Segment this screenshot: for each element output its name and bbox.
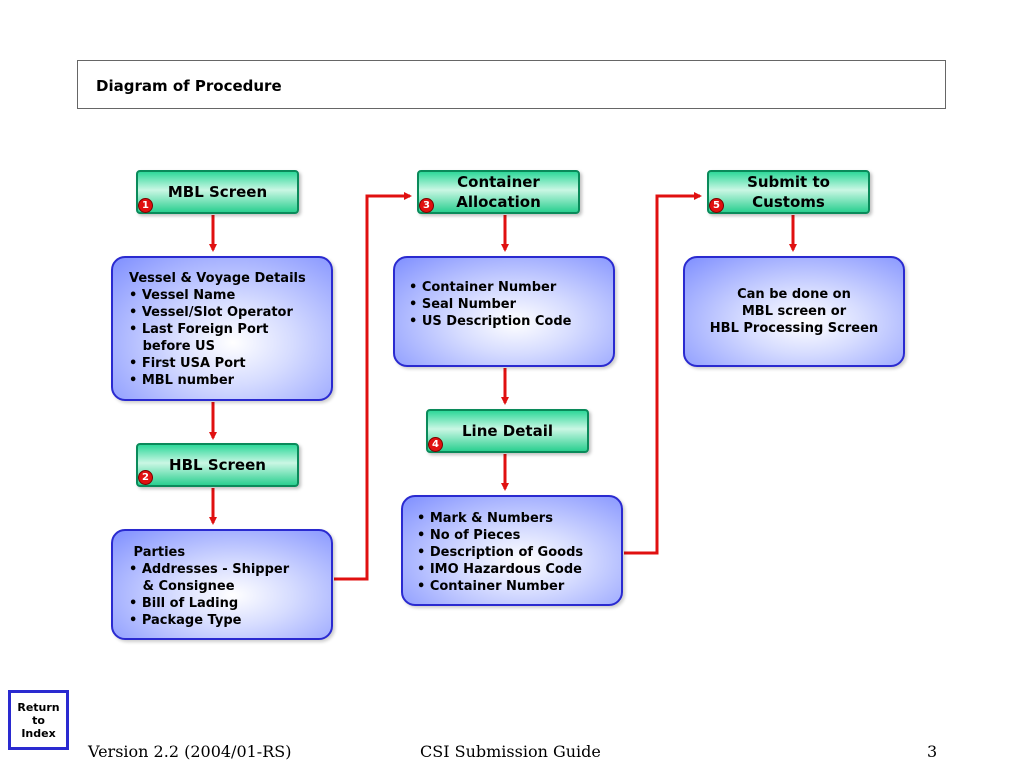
mbl-details-list: • Vessel Name • Vessel/Slot Operator • L… (129, 287, 331, 389)
arrow-line-details-to-customs (624, 192, 702, 555)
list-item: • US Description Code (409, 314, 572, 329)
container-details-list: • Container Number • Seal Number • US De… (409, 279, 613, 330)
mbl-details-box: Vessel & Voyage Details • Vessel Name • … (111, 256, 333, 401)
list-item: • Seal Number (409, 297, 516, 312)
step-label: Container Allocation (456, 173, 541, 211)
line-details-list: • Mark & Numbers • No of Pieces • Descri… (417, 510, 621, 595)
list-item: • Mark & Numbers (417, 511, 553, 526)
list-item: • Description of Goods (417, 545, 584, 560)
step-label: Submit to Customs (747, 173, 830, 211)
list-item: • Container Number (409, 280, 557, 295)
customs-details-text: Can be done on MBL screen or HBL Process… (709, 287, 879, 336)
return-to-index-button[interactable]: Return to Index (8, 690, 69, 750)
list-item: • Container Number (417, 579, 565, 594)
footer-guide-title: CSI Submission Guide (420, 742, 601, 761)
step-label: MBL Screen (167, 183, 268, 201)
title-box: Diagram of Procedure (77, 60, 946, 109)
list-item: & Consignee (129, 579, 235, 594)
step-submit-to-customs: Submit to Customs (707, 170, 870, 214)
list-item: • Vessel/Slot Operator (129, 305, 293, 320)
list-item: • Vessel Name (129, 288, 236, 303)
list-item: • IMO Hazardous Code (417, 562, 582, 577)
step-number-badge: 1 (138, 198, 153, 213)
page-title: Diagram of Procedure (96, 77, 282, 95)
list-item: • Package Type (129, 613, 242, 628)
list-item: • Last Foreign Port (129, 322, 269, 337)
step-number-badge: 4 (428, 437, 443, 452)
line-details-box: • Mark & Numbers • No of Pieces • Descri… (401, 495, 623, 606)
list-item: • First USA Port (129, 356, 246, 371)
step-number-badge: 3 (419, 198, 434, 213)
hbl-details-box: Parties • Addresses - Shipper & Consigne… (111, 529, 333, 640)
step-number-badge: 5 (709, 198, 724, 213)
footer-version: Version 2.2 (2004/01-RS) (88, 742, 292, 761)
hbl-details-heading: Parties (129, 545, 186, 560)
container-details-box: • Container Number • Seal Number • US De… (393, 256, 615, 367)
step-mbl-screen: MBL Screen (136, 170, 299, 214)
step-hbl-screen: HBL Screen (136, 443, 299, 487)
hbl-details-list: • Addresses - Shipper & Consignee • Bill… (129, 561, 331, 629)
customs-details-box: Can be done on MBL screen or HBL Process… (683, 256, 905, 367)
arrow-parties-to-container (334, 192, 412, 581)
footer-page-number: 3 (927, 742, 938, 761)
list-item: • No of Pieces (417, 528, 521, 543)
step-container-allocation: Container Allocation (417, 170, 580, 214)
step-label: Line Detail (462, 422, 553, 440)
step-number-badge: 2 (138, 470, 153, 485)
mbl-details-heading: Vessel & Voyage Details (129, 271, 306, 286)
list-item: • Bill of Lading (129, 596, 239, 611)
list-item: before US (129, 339, 215, 354)
list-item: • Addresses - Shipper (129, 562, 290, 577)
step-line-detail: Line Detail (426, 409, 589, 453)
step-label: HBL Screen (169, 456, 266, 474)
list-item: • MBL number (129, 373, 235, 388)
